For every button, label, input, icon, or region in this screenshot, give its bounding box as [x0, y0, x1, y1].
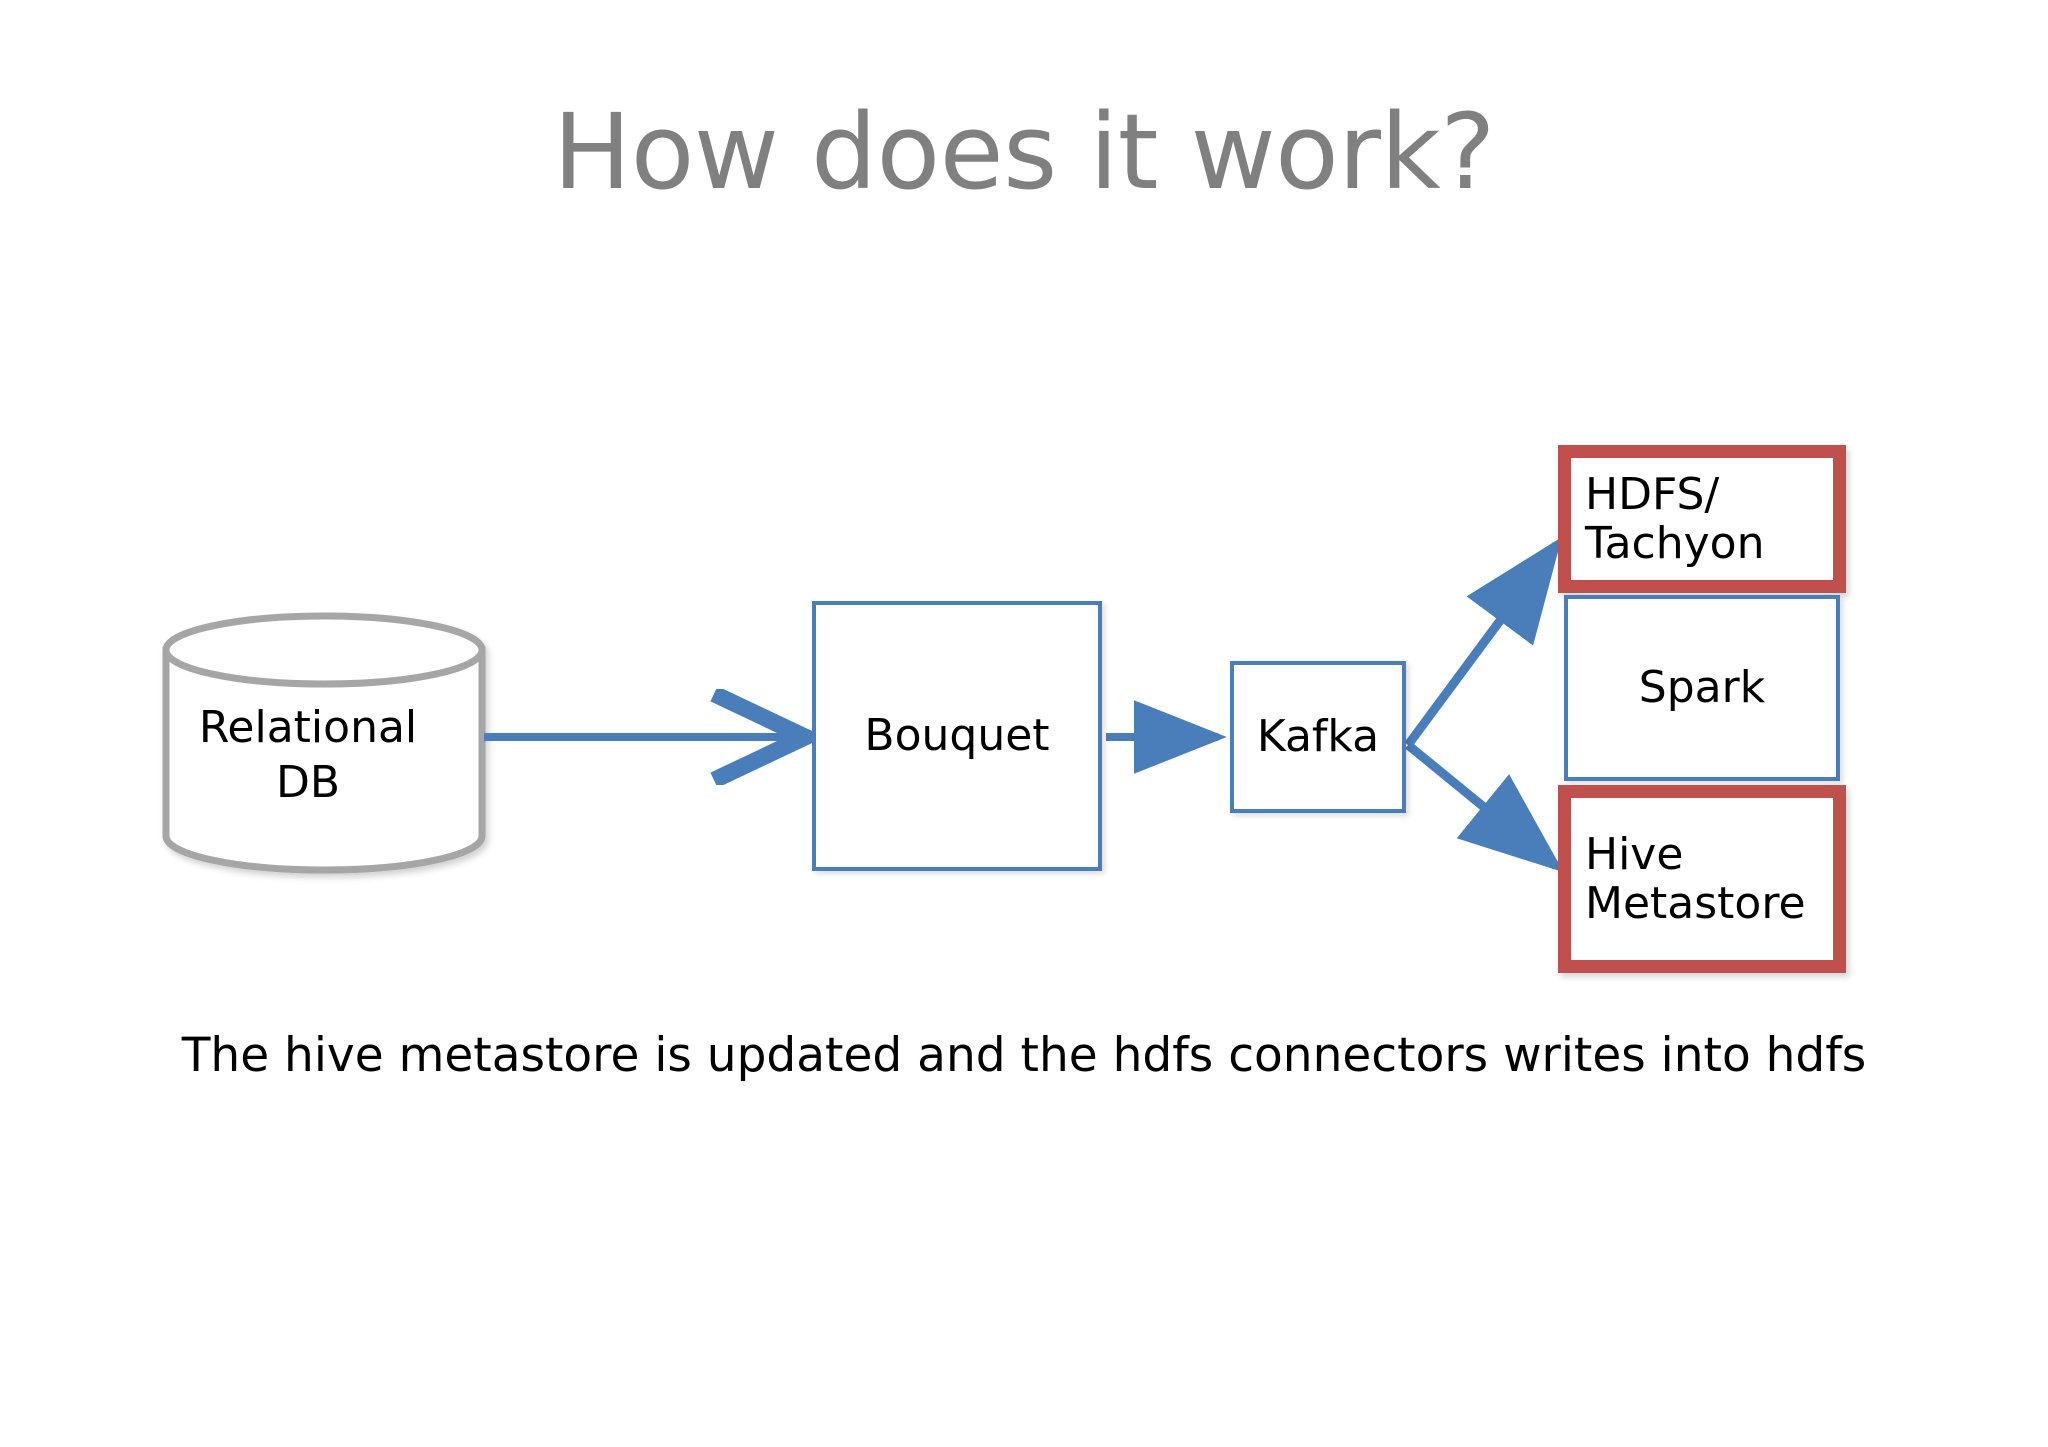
node-relational-db-line1: Relational: [198, 702, 418, 753]
node-hive-metastore-line1: Hive: [1585, 828, 1684, 880]
node-relational-db-label: Relational DB: [168, 700, 448, 810]
node-kafka[interactable]: Kafka: [1230, 661, 1406, 813]
node-bouquet[interactable]: Bouquet: [812, 601, 1102, 871]
node-kafka-label: Kafka: [1256, 711, 1380, 763]
node-hive-metastore[interactable]: Hive Metastore: [1558, 785, 1846, 973]
node-hdfs-tachyon-label: HDFS/ Tachyon: [1571, 470, 1833, 569]
node-hive-metastore-line2: Metastore: [1585, 878, 1806, 929]
edge-kafka-to-hdfs: [1404, 537, 1562, 748]
node-hive-metastore-label: Hive Metastore: [1571, 830, 1833, 929]
node-relational-db-line2: DB: [275, 757, 341, 808]
node-spark-label: Spark: [1638, 662, 1766, 714]
node-hdfs-tachyon-line2: Tachyon: [1585, 518, 1765, 569]
node-bouquet-label: Bouquet: [864, 710, 1050, 762]
slide-title: How does it work?: [553, 91, 1495, 213]
slide-caption: The hive metastore is updated and the hd…: [181, 1028, 1867, 1083]
node-spark[interactable]: Spark: [1564, 595, 1840, 781]
edge-kafka-to-hive: [1405, 741, 1564, 873]
node-hdfs-tachyon-line1: HDFS/: [1585, 468, 1720, 520]
node-hdfs-tachyon[interactable]: HDFS/ Tachyon: [1558, 445, 1846, 593]
